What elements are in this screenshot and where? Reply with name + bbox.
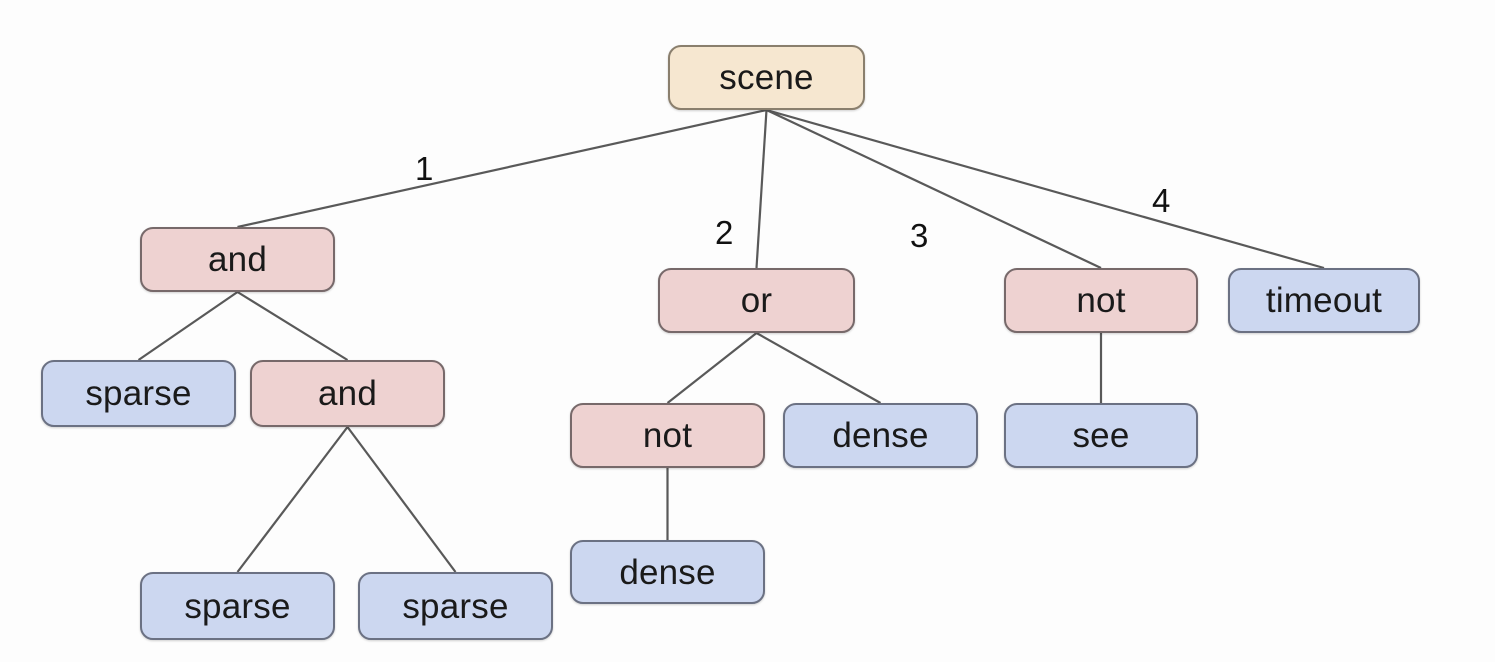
tree-node-sparse2[interactable]: sparse bbox=[140, 572, 335, 640]
tree-node-label: and bbox=[318, 374, 377, 413]
tree-edge bbox=[766, 108, 1325, 270]
tree-edge bbox=[755, 332, 882, 404]
tree-node-dense2[interactable]: dense bbox=[783, 403, 978, 468]
tree-edge bbox=[236, 426, 349, 573]
tree-edge bbox=[766, 109, 1102, 269]
tree-edge bbox=[666, 332, 758, 404]
tree-edge bbox=[137, 291, 239, 361]
tree-node-label: sparse bbox=[85, 374, 192, 413]
tree-node-sparse3[interactable]: sparse bbox=[358, 572, 553, 640]
tree-node-scene[interactable]: scene bbox=[668, 45, 865, 110]
tree-node-label: timeout bbox=[1265, 281, 1383, 320]
tree-node-label: sparse bbox=[402, 586, 509, 626]
tree-node-timeout1[interactable]: timeout bbox=[1228, 268, 1420, 333]
tree-node-not1[interactable]: not bbox=[570, 403, 765, 468]
tree-node-label: and bbox=[208, 240, 267, 279]
tree-node-sparse1[interactable]: sparse bbox=[41, 360, 236, 427]
tree-node-label: or bbox=[740, 281, 773, 320]
tree-node-label: not bbox=[1076, 281, 1126, 320]
tree-node-label: sparse bbox=[184, 586, 291, 626]
tree-node-label: dense bbox=[832, 416, 929, 455]
tree-node-or1[interactable]: or bbox=[658, 268, 855, 333]
tree-edge bbox=[346, 426, 457, 573]
edge-label-1: 1 bbox=[415, 150, 434, 187]
tree-node-dense1[interactable]: dense bbox=[570, 540, 765, 604]
edge-label-3: 3 bbox=[910, 217, 929, 254]
tree-edge bbox=[236, 291, 349, 361]
edge-label-4: 4 bbox=[1152, 182, 1171, 219]
tree-edge bbox=[755, 109, 768, 269]
tree-node-label: dense bbox=[619, 552, 716, 592]
tree-node-label: not bbox=[642, 416, 693, 455]
tree-edge bbox=[237, 108, 767, 229]
tree-node-not2[interactable]: not bbox=[1004, 268, 1198, 333]
tree-node-see1[interactable]: see bbox=[1004, 403, 1198, 468]
tree-node-label: scene bbox=[719, 58, 814, 97]
tree-node-label: see bbox=[1072, 416, 1130, 455]
tree-node-and1[interactable]: and bbox=[140, 227, 335, 292]
tree-node-and2[interactable]: and bbox=[250, 360, 445, 427]
edge-label-2: 2 bbox=[715, 214, 734, 251]
